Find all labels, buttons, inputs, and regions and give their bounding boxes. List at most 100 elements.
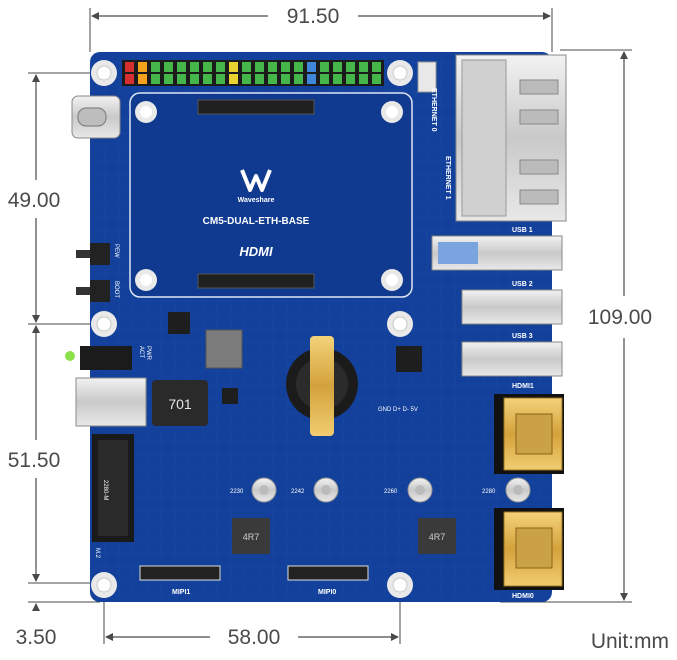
inductor-4r7-right-label: 4R7	[429, 532, 446, 542]
gpio-pin	[164, 62, 173, 72]
standoff-2242	[313, 477, 339, 503]
cm5-module-area: Waveshare CM5-DUAL-ETH-BASE HDMI	[129, 92, 413, 298]
status-leds	[65, 346, 132, 370]
usb-port-3	[461, 341, 563, 377]
gpio-pin	[216, 74, 225, 84]
gpio-pin	[177, 74, 186, 84]
dim-height-lower-label: 51.50	[8, 449, 61, 472]
label-gnd-pins: GND D+ D- 5V	[378, 407, 418, 413]
ethernet-port	[455, 54, 567, 222]
dim-offset-bottom: 3.50	[16, 601, 100, 649]
gpio-pin	[320, 74, 329, 84]
gpio-header	[122, 60, 384, 86]
pcb-board: Waveshare CM5-DUAL-ETH-BASE HDMI ETHERNE…	[65, 52, 567, 602]
gpio-pin	[255, 74, 264, 84]
inductor-701: 701	[152, 380, 208, 426]
inductor-4r7-left: 4R7	[232, 518, 270, 554]
gpio-pin	[359, 74, 368, 84]
usb-port-1	[431, 235, 563, 271]
label-mipi0: MIPI0	[318, 589, 336, 596]
brand-text: Waveshare	[238, 197, 275, 204]
gpio-pin	[125, 62, 134, 72]
dim-height-upper: 49.00	[8, 72, 100, 325]
inductor-small-top	[205, 329, 243, 369]
module-hole	[381, 269, 403, 291]
label-m2-type: 2280-M	[102, 480, 108, 500]
mounting-hole	[91, 311, 117, 337]
gpio-pin	[346, 74, 355, 84]
dim-height-total-label: 109.00	[588, 306, 652, 329]
gpio-pin	[333, 74, 342, 84]
standoff-2260	[407, 477, 433, 503]
hdmi1-port	[494, 394, 564, 474]
module-hole	[135, 101, 157, 123]
gpio-pin	[151, 62, 160, 72]
gpio-pin	[138, 62, 147, 72]
label-mipi1: MIPI1	[172, 589, 190, 596]
gpio-pin	[203, 62, 212, 72]
usb-port-2	[461, 289, 563, 325]
gpio-pin	[281, 74, 290, 84]
label-ethernet0: ETHERNET 0	[430, 88, 437, 132]
mipi1-connector	[139, 565, 221, 581]
mounting-hole	[387, 60, 413, 86]
chip	[222, 388, 238, 404]
dim-width-bottom-label: 58.00	[228, 626, 281, 649]
hdmi0-port	[494, 508, 564, 590]
label-hdmi0: HDMI0	[512, 593, 534, 600]
inductor-4r7-left-label: 4R7	[243, 532, 260, 542]
power-jack	[75, 377, 147, 427]
boot-button	[76, 280, 110, 302]
board-name: CM5-DUAL-ETH-BASE	[203, 216, 310, 227]
gpio-pin	[255, 62, 264, 72]
gpio-pin	[190, 74, 199, 84]
m2-slot	[92, 434, 134, 542]
gpio-pin	[203, 74, 212, 84]
gpio-pin	[294, 74, 303, 84]
gpio-pin	[333, 62, 342, 72]
unit-label: Unit:mm	[590, 630, 669, 653]
gpio-pin	[125, 74, 134, 84]
module-hole	[381, 101, 403, 123]
gpio-pin	[164, 74, 173, 84]
mounting-hole	[91, 60, 117, 86]
label-act: ACT	[138, 346, 144, 358]
gpio-pin	[242, 74, 251, 84]
gpio-pin	[320, 62, 329, 72]
mounting-hole	[91, 572, 117, 598]
gpio-pin	[229, 62, 238, 72]
gpio-pin	[307, 62, 316, 72]
label-2260: 2260	[384, 489, 398, 495]
label-usb2: USB 2	[512, 281, 533, 288]
label-pwr: PEW	[113, 244, 119, 258]
gpio-pin	[242, 62, 251, 72]
label-usb3: USB 3	[512, 333, 533, 340]
label-usb1: USB 1	[512, 227, 533, 234]
label-ethernet1: ETHERNET 1	[444, 156, 451, 200]
gpio-pin	[138, 74, 147, 84]
mipi0-connector	[287, 565, 369, 581]
gpio-pin	[229, 74, 238, 84]
pwr-button	[76, 243, 110, 265]
waveshare-logo-icon	[240, 169, 272, 192]
dim-width-bottom: 58.00	[103, 594, 401, 649]
gpio-pin	[281, 62, 290, 72]
mounting-hole	[387, 311, 413, 337]
standoff-2230	[251, 477, 277, 503]
label-pwr-led: PWR	[145, 346, 151, 361]
gpio-pin	[190, 62, 199, 72]
inductor-701-label: 701	[168, 396, 192, 412]
dim-offset-bottom-label: 3.50	[16, 626, 57, 649]
label-m2: M.2	[94, 548, 100, 559]
dim-width-top-label: 91.50	[287, 5, 340, 28]
dim-width-top: 91.50	[89, 5, 553, 52]
inductor-4r7-right: 4R7	[418, 518, 456, 554]
hdmi-logo: HDMI	[239, 244, 273, 259]
gpio-pin	[216, 62, 225, 72]
dim-height-upper-label: 49.00	[8, 189, 61, 212]
gpio-pin	[151, 74, 160, 84]
gpio-pin	[346, 62, 355, 72]
label-boot: BOOT	[113, 281, 119, 298]
gpio-pin	[268, 74, 277, 84]
